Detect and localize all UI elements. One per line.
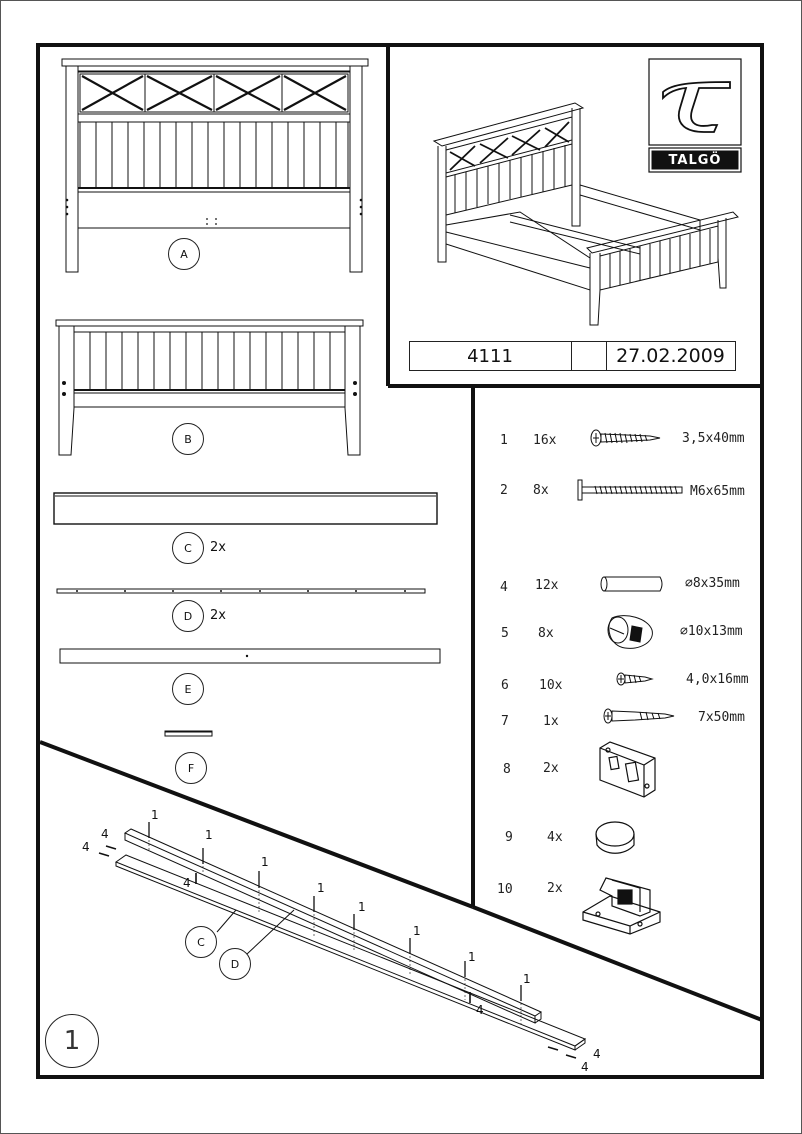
callout-screw-6: 1 bbox=[413, 924, 421, 938]
hardware-1-size: 3,5x40mm bbox=[682, 431, 745, 446]
dowel-icon bbox=[600, 576, 663, 592]
assembled-bed-drawing bbox=[432, 102, 739, 326]
callout-screw-2: 1 bbox=[205, 828, 213, 842]
document-date: 27.02.2009 bbox=[616, 345, 725, 367]
bolt-icon bbox=[577, 479, 683, 501]
small-screw-icon bbox=[616, 672, 654, 686]
part-label-e: E bbox=[172, 673, 204, 705]
hardware-5-size: ∅10x13mm bbox=[680, 624, 743, 639]
cam-nut-icon bbox=[607, 615, 653, 649]
support-bracket-icon bbox=[582, 877, 661, 935]
hardware-2-number: 2 bbox=[500, 483, 508, 498]
hardware-2-size: M6x65mm bbox=[690, 484, 745, 499]
bracket-plate-icon bbox=[599, 741, 656, 798]
hardware-6-size: 4,0x16mm bbox=[686, 672, 749, 687]
callout-screw-1: 1 bbox=[151, 808, 159, 822]
part-f-drawing bbox=[164, 730, 213, 737]
callout-dowel-2: 4 bbox=[82, 840, 90, 854]
hardware-10-qty: 2x bbox=[547, 881, 563, 896]
part-label-c: C bbox=[172, 532, 204, 564]
part-a-headboard-drawing bbox=[61, 58, 369, 273]
part-c-drawing bbox=[53, 492, 438, 525]
callout-dowel-6: 4 bbox=[581, 1060, 589, 1074]
hardware-4-number: 4 bbox=[500, 580, 508, 595]
hardware-4-qty: 12x bbox=[535, 578, 559, 593]
step-1-rail-assembly-drawing bbox=[98, 822, 587, 1059]
brand-logo bbox=[648, 58, 742, 173]
sheet-border bbox=[36, 43, 764, 1079]
part-label-b: B bbox=[172, 423, 204, 455]
callout-screw-8: 1 bbox=[523, 972, 531, 986]
callout-screw-7: 1 bbox=[468, 950, 476, 964]
callout-dowel-1: 4 bbox=[101, 827, 109, 841]
callout-dowel-4: 4 bbox=[476, 1003, 484, 1017]
lag-screw-icon bbox=[603, 708, 675, 724]
part-label-f: F bbox=[175, 752, 207, 784]
callout-screw-3: 1 bbox=[261, 855, 269, 869]
part-label-d: D bbox=[172, 600, 204, 632]
part-c-quantity: 2x bbox=[210, 540, 226, 555]
part-d-drawing bbox=[56, 588, 426, 594]
hardware-8-qty: 2x bbox=[543, 761, 559, 776]
hardware-8-number: 8 bbox=[503, 762, 511, 777]
step-number: 1 bbox=[45, 1014, 99, 1068]
hardware-7-size: 7x50mm bbox=[698, 710, 745, 725]
callout-dowel-3: 4 bbox=[183, 876, 191, 890]
part-e-drawing bbox=[59, 648, 441, 664]
part-d-quantity: 2x bbox=[210, 608, 226, 623]
callout-screw-5: 1 bbox=[358, 900, 366, 914]
hardware-9-qty: 4x bbox=[547, 830, 563, 845]
hardware-5-number: 5 bbox=[501, 626, 509, 641]
hardware-9-number: 9 bbox=[505, 830, 513, 845]
hardware-1-number: 1 bbox=[500, 433, 508, 448]
brand-name: TALGÖ bbox=[668, 152, 722, 168]
model-code: 4111 bbox=[467, 345, 513, 367]
hardware-4-size: ∅8x35mm bbox=[685, 576, 740, 591]
part-label-a: A bbox=[168, 238, 200, 270]
callout-part-d: D bbox=[219, 948, 251, 980]
hardware-1-qty: 16x bbox=[533, 433, 557, 448]
hardware-7-qty: 1x bbox=[543, 714, 559, 729]
hardware-6-qty: 10x bbox=[539, 678, 563, 693]
hardware-10-number: 10 bbox=[497, 882, 513, 897]
hardware-7-number: 7 bbox=[501, 714, 509, 729]
callout-dowel-5: 4 bbox=[593, 1047, 601, 1061]
model-info-box bbox=[409, 341, 736, 371]
glide-cap-icon bbox=[595, 821, 635, 854]
callout-part-c: C bbox=[185, 926, 217, 958]
hardware-5-qty: 8x bbox=[538, 626, 554, 641]
hardware-2-qty: 8x bbox=[533, 483, 549, 498]
callout-screw-4: 1 bbox=[317, 881, 325, 895]
wood-screw-icon bbox=[590, 429, 661, 447]
part-b-footboard-drawing bbox=[55, 319, 364, 456]
hardware-6-number: 6 bbox=[501, 678, 509, 693]
